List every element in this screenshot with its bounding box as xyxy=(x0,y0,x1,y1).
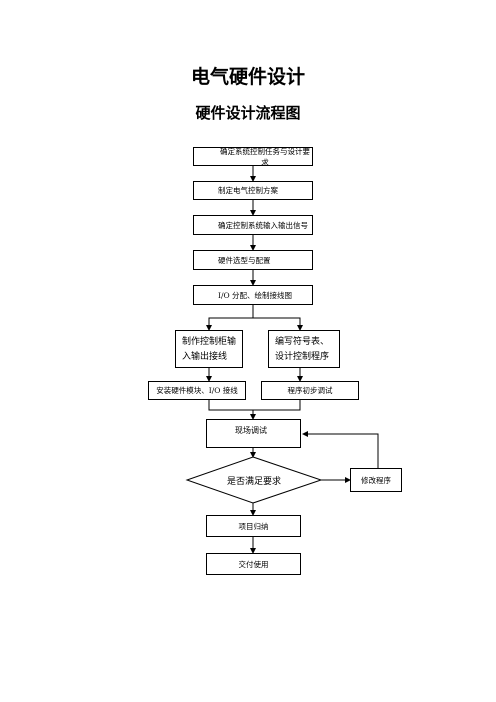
node-label: 项目归纳 xyxy=(238,521,269,531)
node-label: 现场调试 xyxy=(235,426,267,435)
node-cabinet-wiring: 制作控制柜输 入输出接线 xyxy=(175,330,243,368)
node-field-debug: 现场调试 xyxy=(206,419,301,448)
decision-diamond xyxy=(185,456,323,504)
node-io-signals: 确定控制系统输入输出信号 xyxy=(193,215,313,235)
node-label: I/O 分配、绘制接线图 xyxy=(218,290,293,300)
split-n5-right xyxy=(253,317,303,331)
node-label: 修改程序 xyxy=(361,475,391,485)
split-n5 xyxy=(208,305,254,330)
node-delivery: 交付使用 xyxy=(206,553,301,575)
node-label-line1: 制作控制柜输 xyxy=(182,337,237,347)
node-label: 确定系统控制任务与设计要求 xyxy=(220,146,310,167)
node-control-scheme: 制定电气控制方案 xyxy=(193,181,313,200)
node-label: 硬件选型与配置 xyxy=(218,255,271,265)
document-title: 电气硬件设计 xyxy=(190,66,305,88)
node-initial-debug: 程序初步调试 xyxy=(261,381,359,400)
node-label-line2: 设计控制程序 xyxy=(275,352,330,362)
node-label: 制定电气控制方案 xyxy=(218,186,278,195)
loop-n12-n10 xyxy=(302,431,379,468)
join-to-n10 xyxy=(208,400,301,411)
node-label: 程序初步调试 xyxy=(287,386,333,395)
node-label: 安装硬件模块、I/O 接线 xyxy=(156,386,238,395)
node-install-hardware: 安装硬件模块、I/O 接线 xyxy=(148,381,246,400)
node-io-allocation: I/O 分配、绘制接线图 xyxy=(193,285,313,305)
node-label-line2: 入输出接线 xyxy=(182,352,228,362)
node-label: 交付使用 xyxy=(238,559,269,569)
node-define-requirements: 确定系统控制任务与设计要求 xyxy=(193,146,313,167)
node-write-program: 编写符号表、 设计控制程序 xyxy=(268,330,340,368)
node-project-summary: 项目归纳 xyxy=(206,515,301,537)
node-label: 是否满足要求 xyxy=(226,476,281,487)
decision-label: 是否满足要求 xyxy=(187,470,321,490)
node-label: 确定控制系统输入输出信号 xyxy=(218,220,308,230)
diagram-title: 硬件设计流程图 xyxy=(195,104,301,122)
node-hardware-selection: 硬件选型与配置 xyxy=(193,250,313,270)
node-label-line1: 编写符号表、 xyxy=(275,337,330,347)
node-modify-program: 修改程序 xyxy=(350,468,402,492)
